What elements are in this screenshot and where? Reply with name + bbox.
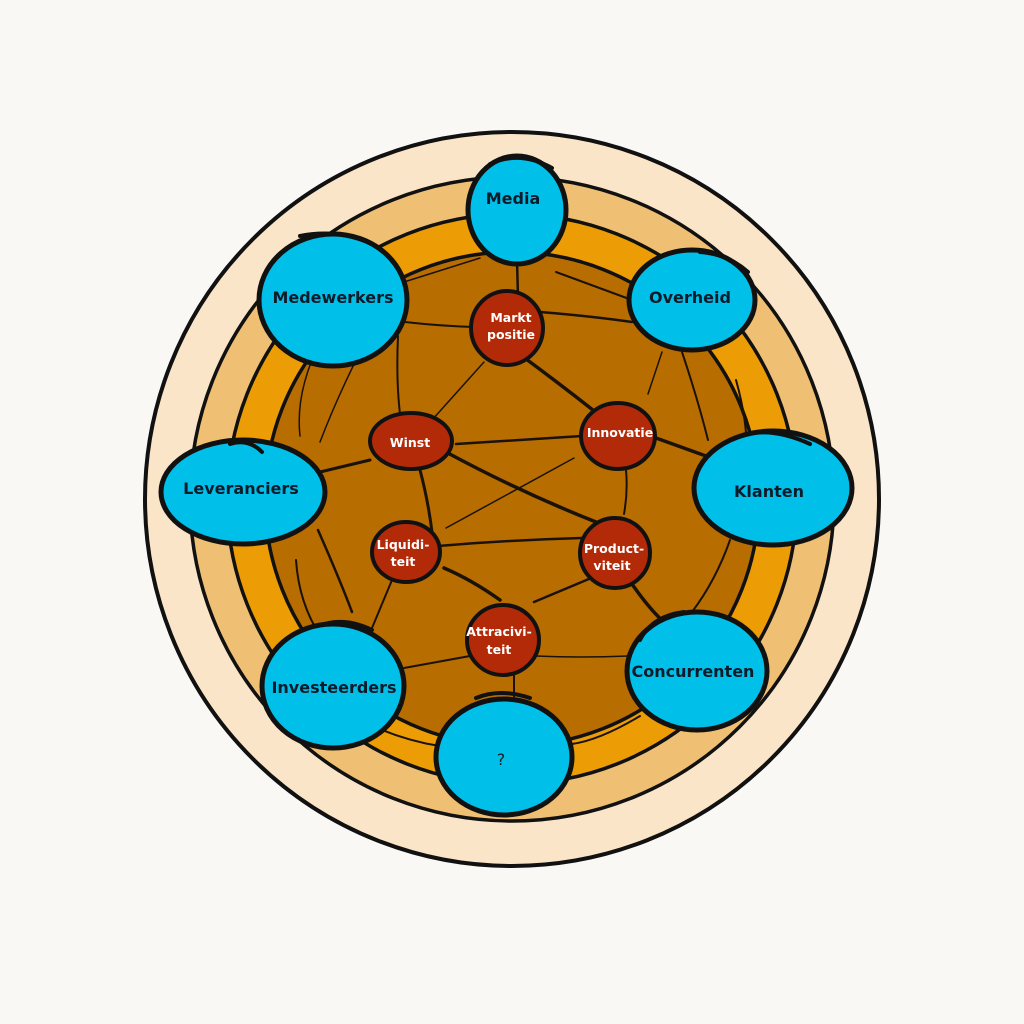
factor-liquiditeit: Liquidi- teit <box>370 520 442 584</box>
link-attrac-invest <box>403 655 471 669</box>
factor-winst-line-1: Winst <box>390 435 430 450</box>
link-liquid-product <box>436 536 584 548</box>
stakeholder-leveranciers-stroke <box>228 440 264 454</box>
link-overheid-klanten <box>681 351 709 441</box>
stakeholder-unknown: ? <box>433 691 575 818</box>
link-winst-lev <box>318 458 372 474</box>
link-product-attrac <box>532 574 598 604</box>
factor-attractiviteit-line-2: teit <box>487 642 512 657</box>
stakeholder-medewerkers-label: Medewerkers <box>272 288 393 307</box>
stakeholder-investeerders-label: Investeerders <box>271 678 396 697</box>
stakeholder-klanten-stroke <box>740 430 812 446</box>
link-lev-invest <box>316 528 354 614</box>
link-mede-winst <box>396 335 401 415</box>
factor-productiviteit-line-2: viteit <box>593 558 630 573</box>
link-winst-liquid <box>418 468 434 534</box>
factor-innovatie-line-1: Innovatie <box>587 425 653 440</box>
stakeholder-leveranciers-label: Leveranciers <box>183 479 299 498</box>
stakeholder-nodes: Media Overheid Klanten Concurrenten ? In… <box>158 153 855 818</box>
factor-productiviteit: Product- viteit <box>578 516 652 590</box>
link-innovatie-product <box>623 469 628 515</box>
factor-attractiviteit: Attracivi- teit <box>465 603 541 677</box>
link-overheid-innovatie <box>647 351 663 395</box>
factor-winst-shape <box>368 411 454 471</box>
stakeholder-investeerders-stroke <box>316 619 374 632</box>
stakeholder-media-label: Media <box>486 189 541 208</box>
link-media-mede <box>403 257 481 283</box>
link-lev-mede-inner <box>298 359 313 437</box>
factor-marktpositie-shape <box>469 289 545 367</box>
link-innovatie-liquid <box>445 457 575 529</box>
link-markt-overheid <box>538 310 634 324</box>
stakeholder-leveranciers: Leveranciers <box>158 437 328 547</box>
stakeholder-overheid-label: Overheid <box>649 288 731 307</box>
stakeholder-klanten: Klanten <box>691 428 855 548</box>
stakeholder-media: Media <box>465 153 569 267</box>
factor-liquiditeit-line-2: teit <box>391 554 416 569</box>
stakeholder-klanten-label: Klanten <box>734 482 804 501</box>
factor-marktpositie-line-2: positie <box>487 327 535 342</box>
factor-winst: Winst <box>368 411 454 471</box>
stakeholder-concurrenten-stroke <box>638 610 686 642</box>
stakeholder-concurrenten-label: Concurrenten <box>632 662 755 681</box>
link-klanten-conc <box>691 539 731 613</box>
factor-marktpositie-line-1: Markt <box>490 310 531 325</box>
stakeholder-unknown-stroke <box>474 691 532 700</box>
factor-innovatie-shape <box>579 401 657 471</box>
stakeholder-medewerkers-stroke <box>298 231 378 248</box>
stakeholder-medewerkers: Medewerkers <box>256 231 410 369</box>
stakeholder-investeerders: Investeerders <box>259 619 407 751</box>
link-winst-product <box>444 450 598 524</box>
factor-nodes: Markt positie Innovatie Winst Liquidi- t… <box>368 289 657 677</box>
factor-liquiditeit-shape <box>370 520 442 584</box>
factor-liquiditeit-line-1: Liquidi- <box>377 537 430 552</box>
stakeholder-overheid-shape <box>626 247 758 353</box>
link-winst-innovatie <box>454 434 584 446</box>
factor-productiviteit-shape <box>578 516 652 590</box>
link-innovatie-klanten <box>654 436 708 458</box>
stakeholder-concurrenten: Concurrenten <box>624 609 770 733</box>
stakeholder-media-stroke <box>488 155 554 170</box>
factor-attractiviteit-line-1: Attracivi- <box>466 624 532 639</box>
link-liquid-attrac <box>442 566 502 602</box>
stakeholder-overheid-stroke <box>698 250 750 274</box>
factor-attractiviteit-shape <box>465 603 541 677</box>
link-conc-unknown <box>571 715 641 745</box>
factor-innovatie: Innovatie <box>579 401 657 471</box>
stakeholder-unknown-label: ? <box>497 750 506 769</box>
stakeholder-unknown-shape <box>433 696 575 818</box>
factor-productiviteit-line-1: Product- <box>584 541 644 556</box>
link-liquid-invest <box>371 579 393 629</box>
stakeholder-concurrenten-shape <box>624 609 770 733</box>
link-attrac-conc <box>535 655 629 658</box>
link-mede-markt <box>404 321 476 328</box>
factor-marktpositie: Markt positie <box>469 289 545 367</box>
link-media-overheid <box>555 271 633 301</box>
stakeholder-leveranciers-shape <box>158 437 328 547</box>
stakeholder-overheid: Overheid <box>626 247 758 353</box>
link-markt-winst <box>431 361 485 421</box>
stakeholder-media-shape <box>465 153 569 267</box>
link-markt-innovatie <box>520 354 600 416</box>
